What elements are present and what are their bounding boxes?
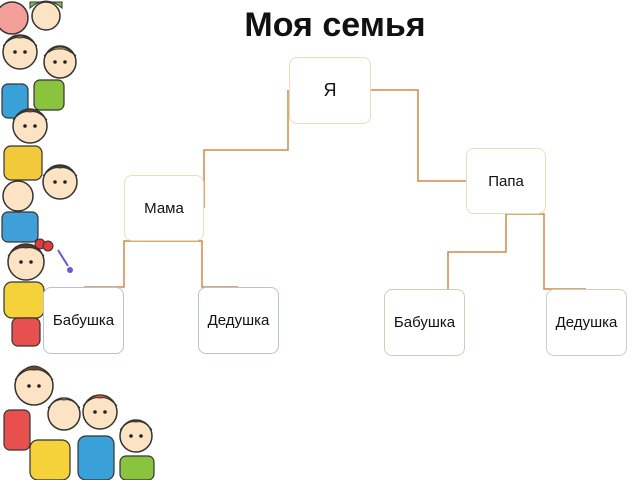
page-title: Моя семья: [244, 6, 426, 44]
node-maternal-grandmother: Бабушка: [43, 287, 124, 354]
node-me: Я: [289, 57, 371, 124]
connector-father-grandfather: [506, 213, 586, 290]
node-paternal-grandfather: Дедушка: [546, 289, 627, 356]
connector-mother-grandmother: [84, 240, 164, 288]
connector-father-grandmother: [447, 214, 507, 289]
connector-me-father: [370, 89, 466, 182]
node-paternal-grandmother: Бабушка: [384, 289, 465, 356]
node-mother: Мама: [124, 175, 204, 241]
connector-mother-grandfather: [164, 240, 238, 288]
node-father: Папа: [466, 148, 546, 214]
cartoon-children-border-illustration: [0, 0, 155, 480]
node-maternal-grandfather: Дедушка: [198, 287, 279, 354]
connector-me-mother: [203, 90, 289, 208]
